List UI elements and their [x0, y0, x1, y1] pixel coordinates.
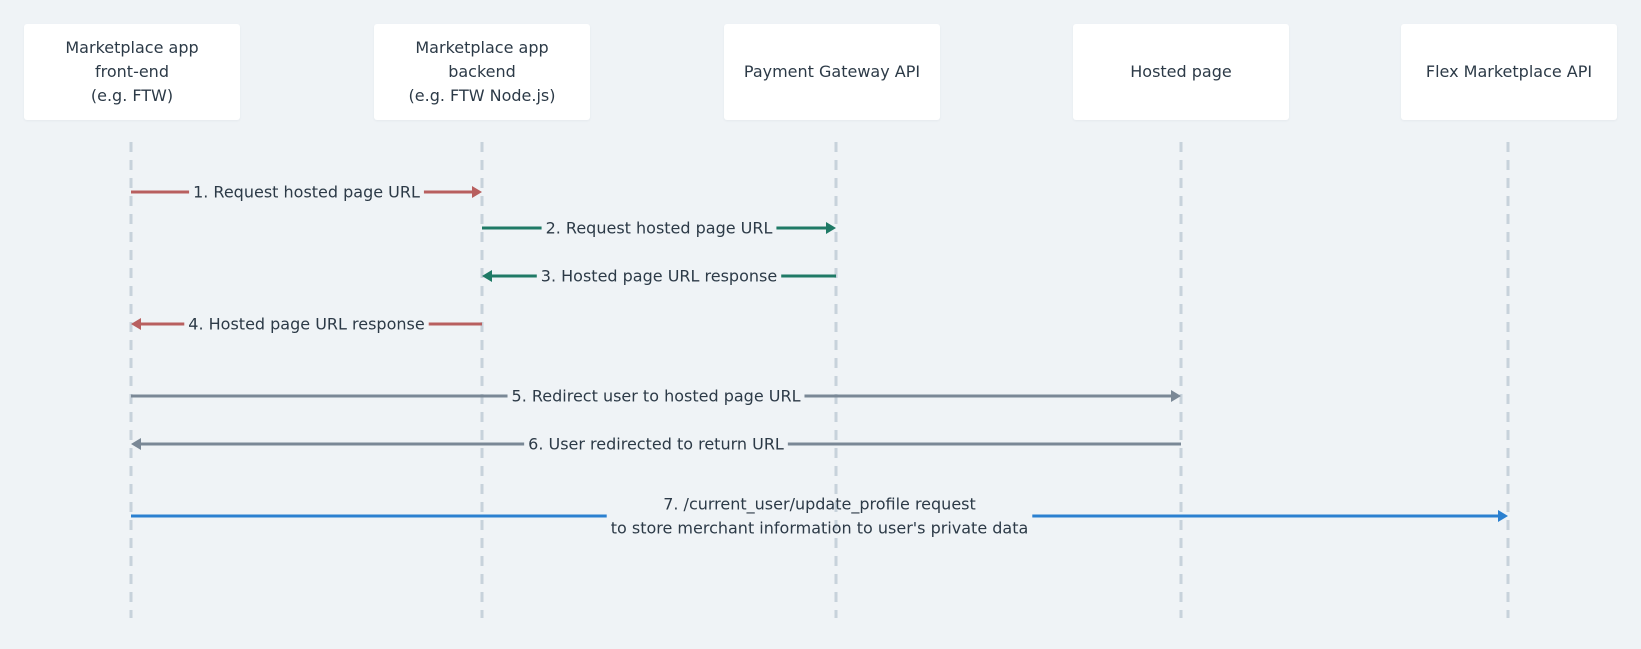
participant-frontend: Marketplace app front-end (e.g. FTW) — [24, 24, 240, 120]
lifelines — [129, 142, 1510, 618]
messages: 1. Request hosted page URL 2. Request hos… — [131, 183, 1508, 538]
arrowhead-icon — [131, 438, 141, 450]
arrowhead-icon — [1498, 510, 1508, 522]
arrowhead-icon — [472, 186, 482, 198]
message-3: 3. Hosted page URL response — [482, 267, 836, 286]
arrowhead-icon — [482, 270, 492, 282]
message-label: 4. Hosted page URL response — [188, 315, 424, 334]
message-2: 2. Request hosted page URL — [482, 219, 836, 238]
participant-hosted: Hosted page — [1073, 24, 1289, 120]
message-label: 3. Hosted page URL response — [541, 267, 777, 286]
message-label: to store merchant information to user's … — [611, 519, 1029, 538]
participant-label: Flex Marketplace API — [1425, 62, 1593, 81]
message-7: 7. /current_user/update_profile request t… — [131, 495, 1508, 538]
participant-gateway: Payment Gateway API — [724, 24, 940, 120]
message-6: 6. User redirected to return URL — [131, 435, 1181, 454]
participant-flex: Flex Marketplace API — [1401, 24, 1617, 120]
participant-label: Marketplace app front-end (e.g. FTW) — [65, 38, 199, 105]
participant-label: Payment Gateway API — [743, 62, 921, 81]
message-label: 2. Request hosted page URL — [546, 219, 773, 238]
arrowhead-icon — [826, 222, 836, 234]
participant-backend: Marketplace app backend (e.g. FTW Node.j… — [374, 24, 590, 120]
message-1: 1. Request hosted page URL — [131, 183, 482, 202]
message-label: 7. /current_user/update_profile request — [663, 495, 976, 515]
message-label: 1. Request hosted page URL — [193, 183, 420, 202]
arrowhead-icon — [1171, 390, 1181, 402]
message-5: 5. Redirect user to hosted page URL — [131, 387, 1181, 406]
message-4: 4. Hosted page URL response — [131, 315, 482, 334]
participant-label: Hosted page — [1130, 62, 1232, 81]
message-label: 5. Redirect user to hosted page URL — [512, 387, 801, 406]
arrowhead-icon — [131, 318, 141, 330]
message-label: 6. User redirected to return URL — [528, 435, 784, 454]
participant-label: Marketplace app backend (e.g. FTW Node.j… — [408, 38, 556, 105]
